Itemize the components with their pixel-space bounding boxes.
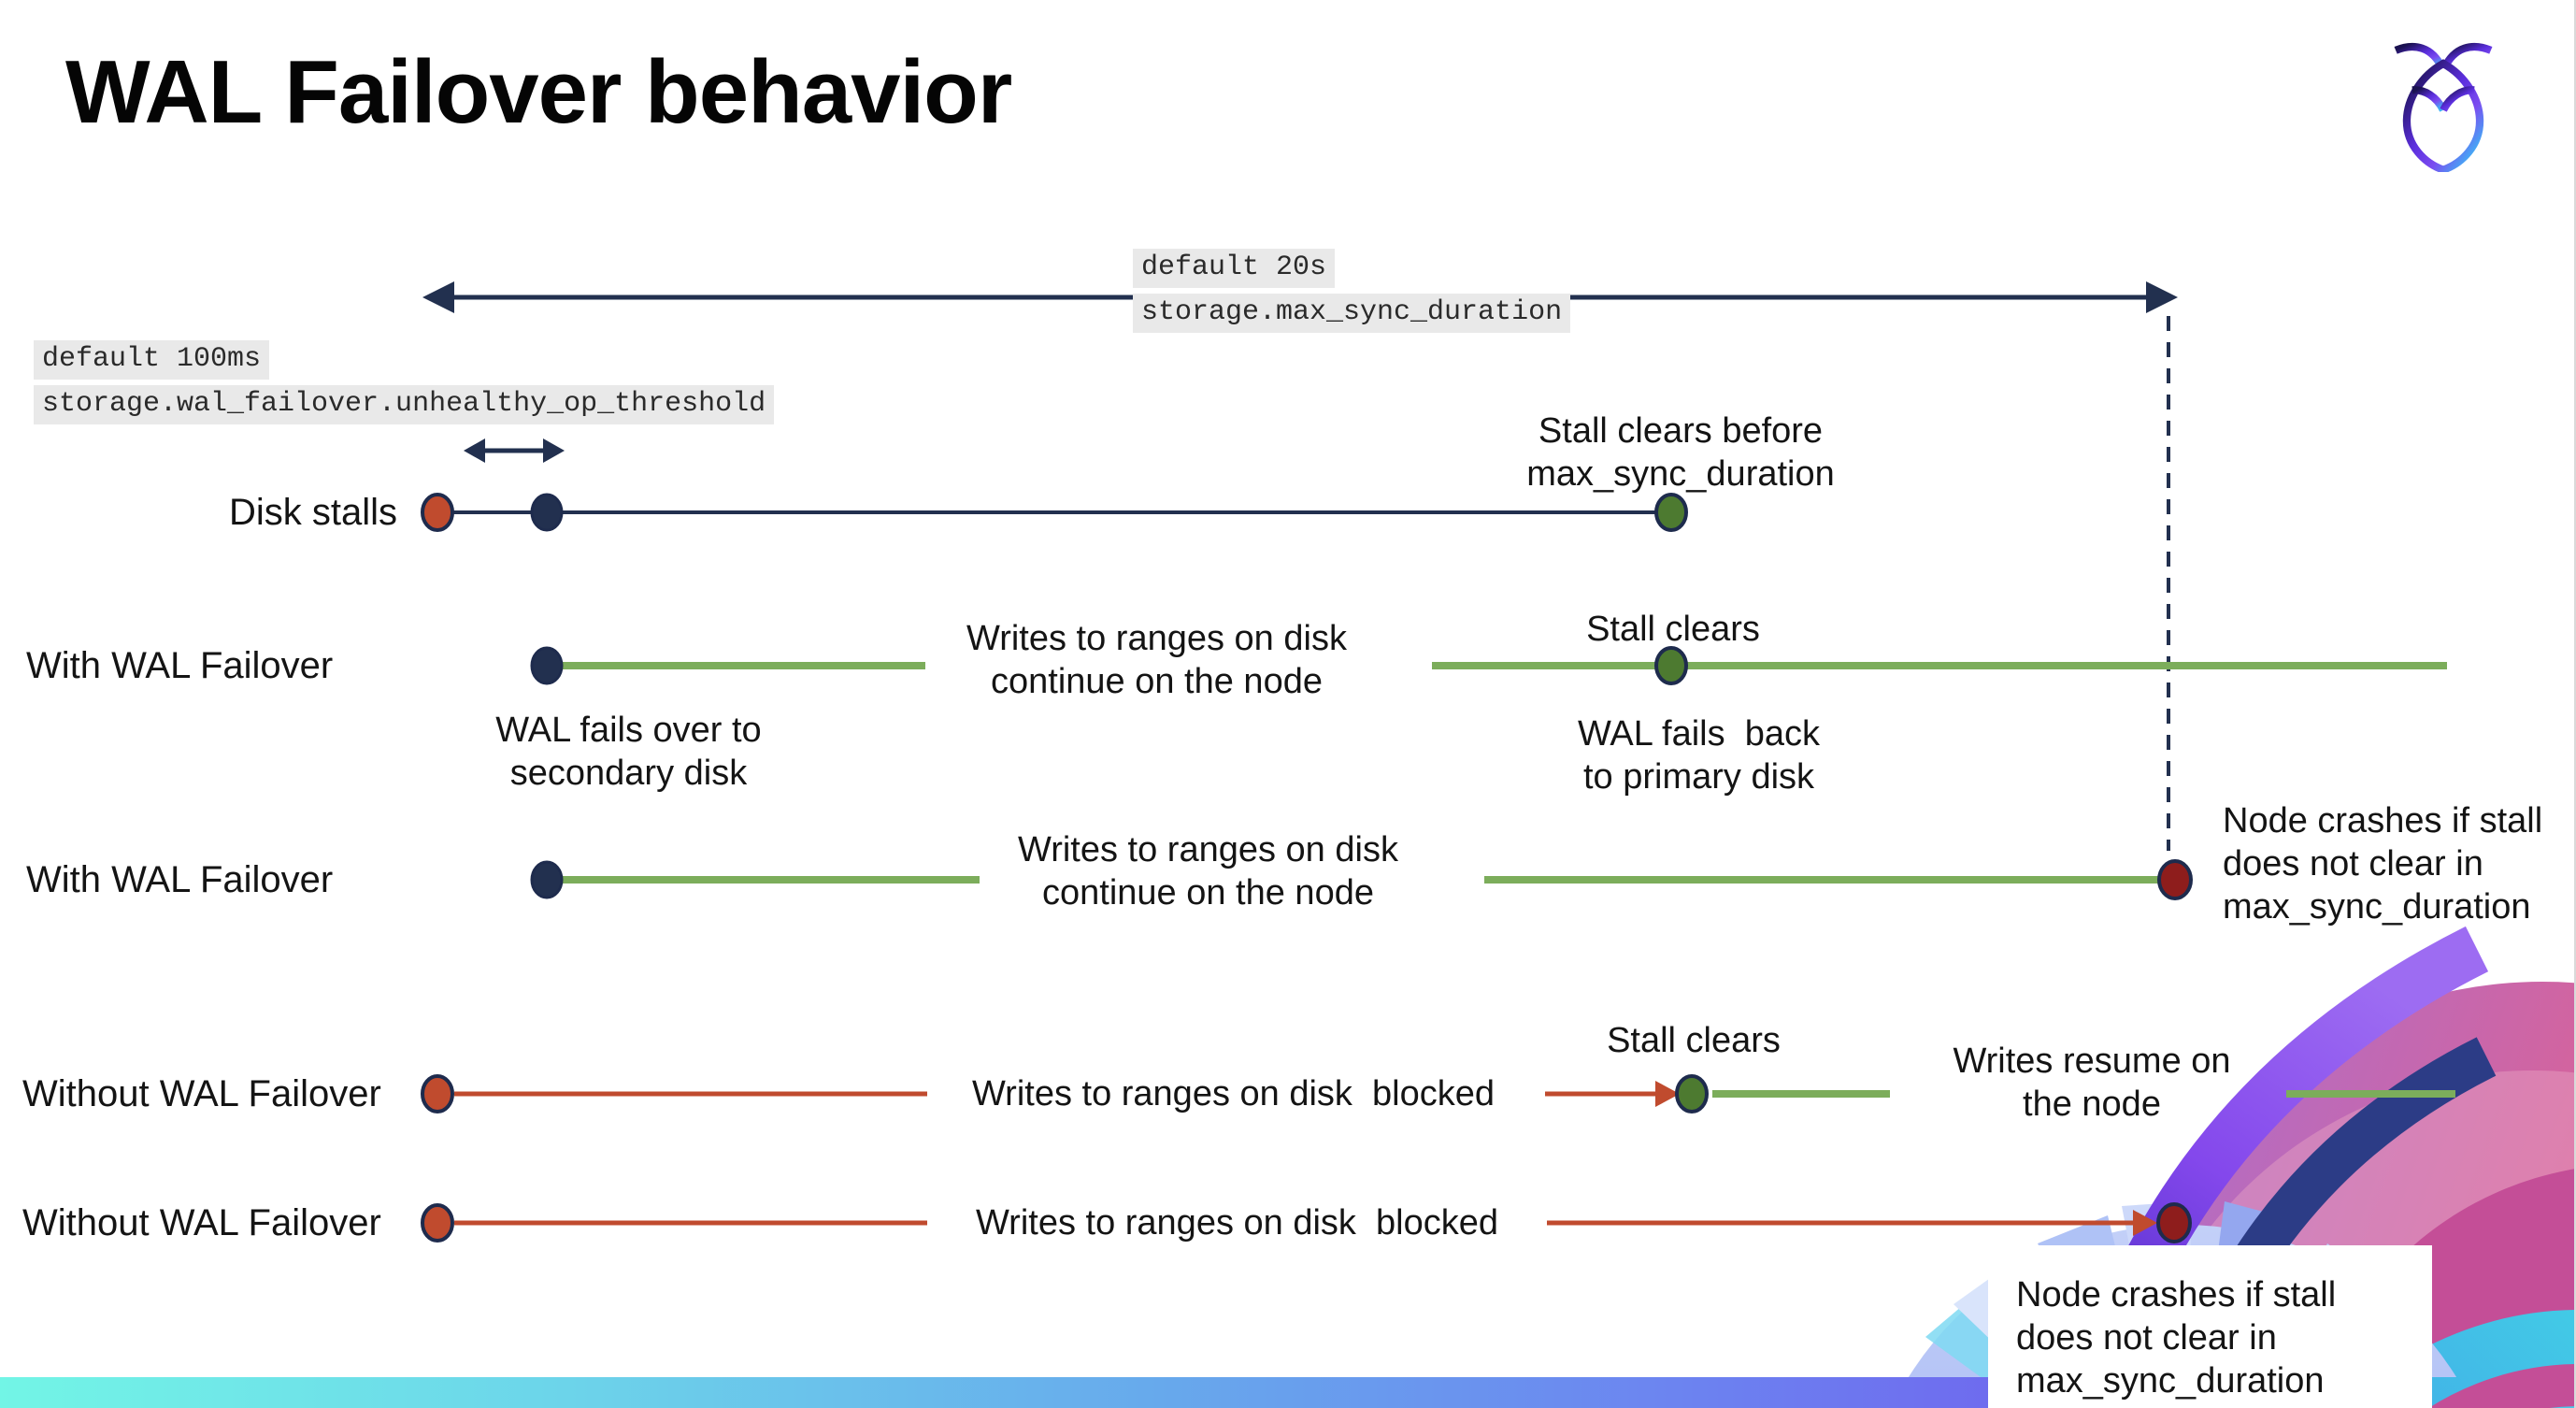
- branch-left: [2411, 86, 2447, 112]
- setting-name: storage.wal_failover.unhealthy_op_thresh…: [34, 385, 775, 424]
- writes-blocked-note: Writes to ranges on disk blocked: [971, 1074, 1495, 1113]
- threshold-dot: [530, 493, 564, 532]
- max-sync-duration-label: default 20s storage.max_sync_duration: [1133, 249, 1571, 333]
- branch-right: [2440, 86, 2475, 112]
- stall-clears-note: Stall clears: [1607, 1021, 1781, 1060]
- stall-clears-before-note: Stall clears before max_sync_duration: [1526, 411, 1835, 494]
- stall-start-dot: [421, 1074, 454, 1113]
- arrowhead-right-icon: [1655, 1081, 1680, 1107]
- arrowhead-left-icon: [464, 438, 485, 463]
- stall-clears-dot: [1654, 646, 1688, 685]
- node-crash-dot: [2157, 859, 2193, 900]
- row-label-with-wal-failover: With WAL Failover: [26, 645, 334, 686]
- stall-clears-dot: [1675, 1074, 1709, 1113]
- row-label-disk-stalls: Disk stalls: [228, 492, 397, 533]
- node-crash-dot: [2156, 1202, 2192, 1243]
- stall-start-dot: [421, 1203, 454, 1243]
- writes-continue-note: Writes to ranges on disk continue on the…: [1018, 830, 1398, 912]
- failback-note: WAL fails back to primary disk: [1577, 714, 1821, 797]
- row-label-with-wal-failover: With WAL Failover: [26, 859, 334, 900]
- row-label-without-wal-failover: Without WAL Failover: [22, 1073, 381, 1114]
- writes-continue-note: Writes to ranges on disk continue on the…: [966, 619, 1347, 701]
- node-crash-note: Node crashes if stall does not clear in …: [2016, 1275, 2337, 1401]
- stall-start-dot: [421, 493, 454, 532]
- setting-default-value: default 100ms: [34, 340, 270, 380]
- unhealthy-op-threshold-label: default 100ms storage.wal_failover.unhea…: [34, 340, 775, 424]
- failover-note: WAL fails over to secondary disk: [495, 711, 762, 793]
- node-crash-note: Node crashes if stall does not clear in …: [2223, 801, 2543, 927]
- body-outline: [2402, 59, 2484, 172]
- stall-clears-dot: [1654, 493, 1688, 532]
- setting-default-value: default 20s: [1133, 249, 1336, 288]
- writes-blocked-note: Writes to ranges on disk blocked: [975, 1203, 1498, 1243]
- stall-clears-note: Stall clears: [1586, 610, 1760, 649]
- failover-dot: [530, 646, 564, 685]
- arrowhead-right-icon: [543, 438, 565, 463]
- arrowhead-right-icon: [2133, 1210, 2157, 1236]
- crash-callout-box: [1988, 1245, 2432, 1408]
- failover-dot: [530, 860, 564, 899]
- row-label-without-wal-failover: Without WAL Failover: [22, 1202, 381, 1243]
- cockroachdb-logo-icon: [2394, 42, 2493, 172]
- setting-name: storage.max_sync_duration: [1133, 294, 1571, 333]
- writes-resume-note: Writes resume on the node: [1953, 1042, 2231, 1124]
- arrowhead-left-icon: [422, 281, 454, 313]
- page-title: WAL Failover behavior: [65, 42, 1012, 142]
- arrowhead-right-icon: [2146, 281, 2178, 313]
